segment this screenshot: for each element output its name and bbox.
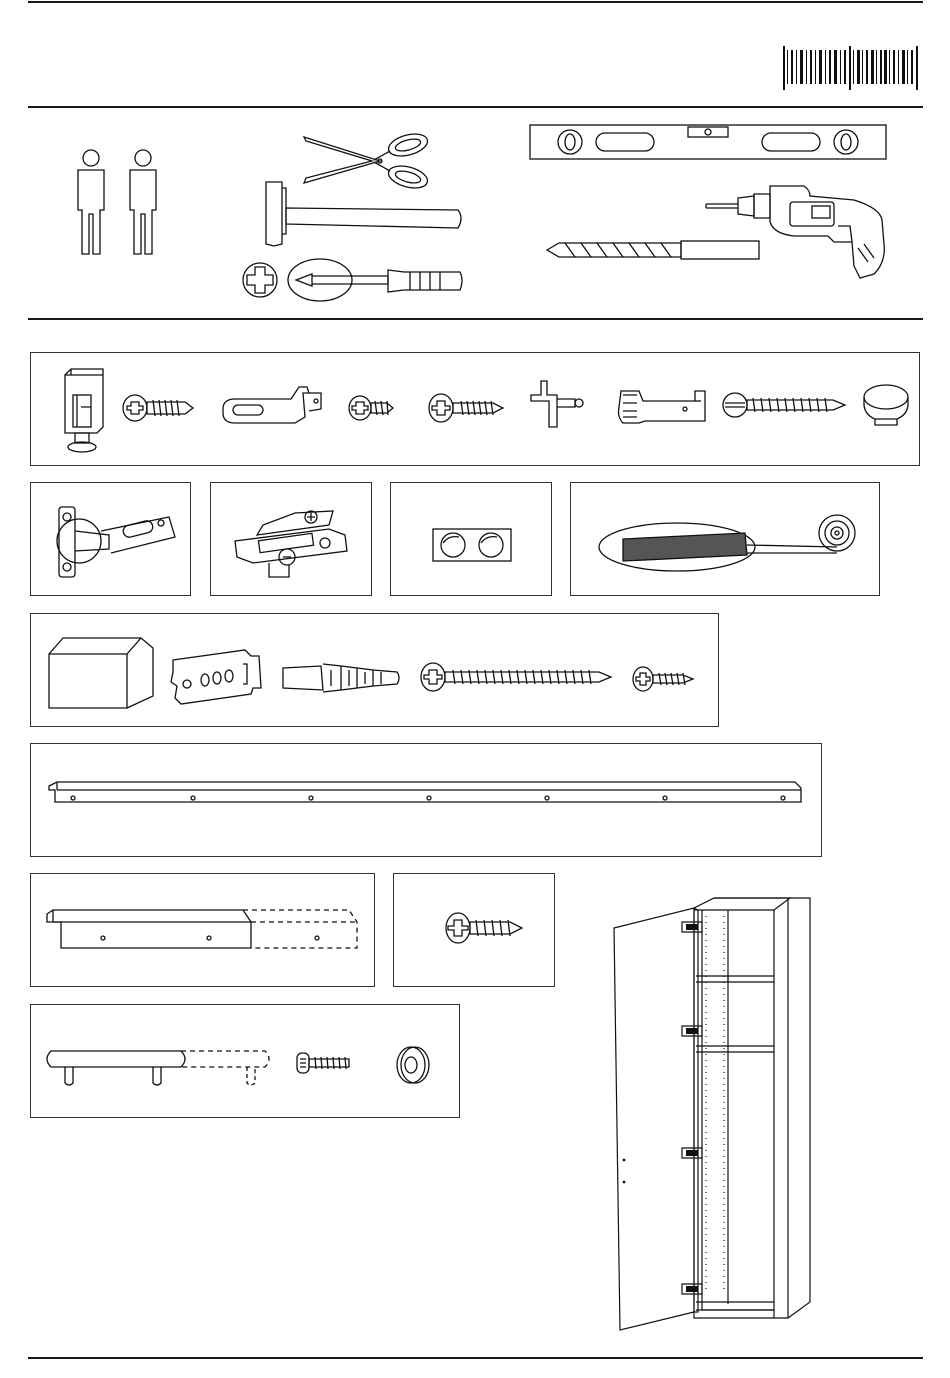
- hardware-box-hinge: [30, 482, 191, 596]
- small-screw-icon: [631, 664, 695, 694]
- cover-cap-icon: [861, 383, 911, 429]
- wall-plug-icon: [281, 660, 405, 696]
- hardware-box-rail-screw: [393, 873, 555, 987]
- wall-screw-icon: [419, 660, 613, 694]
- two-persons-icon: [66, 148, 170, 256]
- hardware-box-bumper: [390, 482, 552, 596]
- leveling-foot-icon: [61, 367, 107, 455]
- hardware-box-edge-strip: [570, 482, 880, 596]
- wall-bracket-icon: [615, 387, 711, 425]
- hammer-icon: [262, 180, 467, 250]
- bottom-rule: [28, 1357, 923, 1359]
- short-rail-icon: [45, 908, 361, 952]
- tools-bottom-rule: [28, 318, 923, 320]
- hinge-icon: [49, 501, 179, 581]
- angle-bracket-icon: [47, 634, 155, 710]
- phillips-screwdriver-icon: [240, 254, 465, 308]
- hardware-box-mounting-plate: [210, 482, 372, 596]
- hardware-box-short-rail: [30, 873, 375, 987]
- bracket-icon: [221, 383, 333, 429]
- hardware-box-fittings: [30, 352, 920, 466]
- hardware-box-rail: [30, 743, 822, 857]
- top-rule: [28, 1, 923, 3]
- hardware-box-wall-fixing: [30, 613, 719, 727]
- countersunk-screw-icon: [444, 910, 524, 946]
- tall-cabinet-icon: [610, 894, 815, 1334]
- shelf-support-icon: [529, 379, 585, 429]
- long-rail-icon: [47, 778, 803, 806]
- hardware-box-handle: [30, 1004, 460, 1118]
- long-screw-icon: [721, 389, 851, 421]
- mounting-plate-icon: [229, 505, 359, 585]
- tools-top-rule: [28, 106, 923, 108]
- short-screw-icon: [347, 393, 395, 423]
- bumper-pads-icon: [431, 525, 513, 565]
- countersunk-screw-icon: [427, 391, 505, 425]
- barcode-icon: [783, 46, 918, 90]
- spirit-level-icon: [528, 123, 888, 161]
- edge-strip-icon: [597, 503, 863, 573]
- handle-bar-icon: [43, 1047, 273, 1091]
- handle-bolt-icon: [295, 1051, 351, 1075]
- suspension-bracket-icon: [169, 642, 267, 706]
- screw-icon: [121, 391, 196, 425]
- power-drill-icon: [704, 182, 890, 282]
- washer-icon: [395, 1045, 431, 1085]
